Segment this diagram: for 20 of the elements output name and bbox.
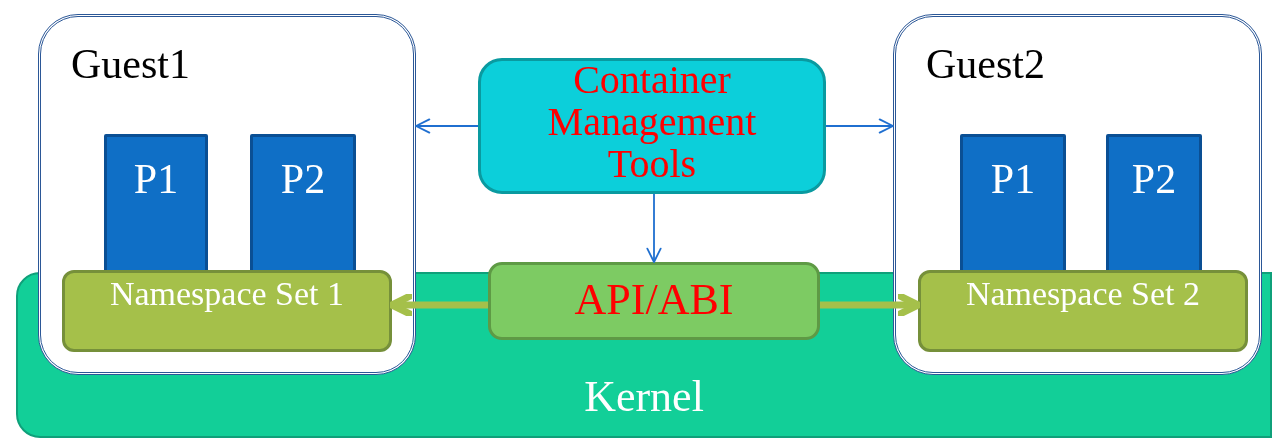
container-title: Guest2 — [926, 42, 1046, 87]
arrow — [388, 292, 488, 318]
interface-box — [488, 262, 820, 340]
interface-label: API/ABI — [573, 277, 735, 324]
arrow — [415, 118, 479, 134]
tools-label: Container Management Tools — [546, 59, 758, 185]
process-label: P1 — [132, 157, 180, 202]
namespace-box — [918, 270, 1248, 352]
tools-box — [478, 58, 826, 194]
arrow — [820, 292, 922, 318]
process-label: P2 — [279, 157, 327, 202]
process-label: P1 — [989, 157, 1037, 202]
namespace-label: Namespace Set 1 — [108, 276, 346, 312]
namespace-box — [62, 270, 392, 352]
process-label: P2 — [1130, 157, 1178, 202]
container-title: Guest1 — [71, 42, 191, 87]
namespace-label: Namespace Set 2 — [964, 276, 1202, 312]
arrow — [825, 118, 894, 134]
arrow — [646, 193, 662, 263]
layer-label: Kernel — [583, 374, 705, 421]
